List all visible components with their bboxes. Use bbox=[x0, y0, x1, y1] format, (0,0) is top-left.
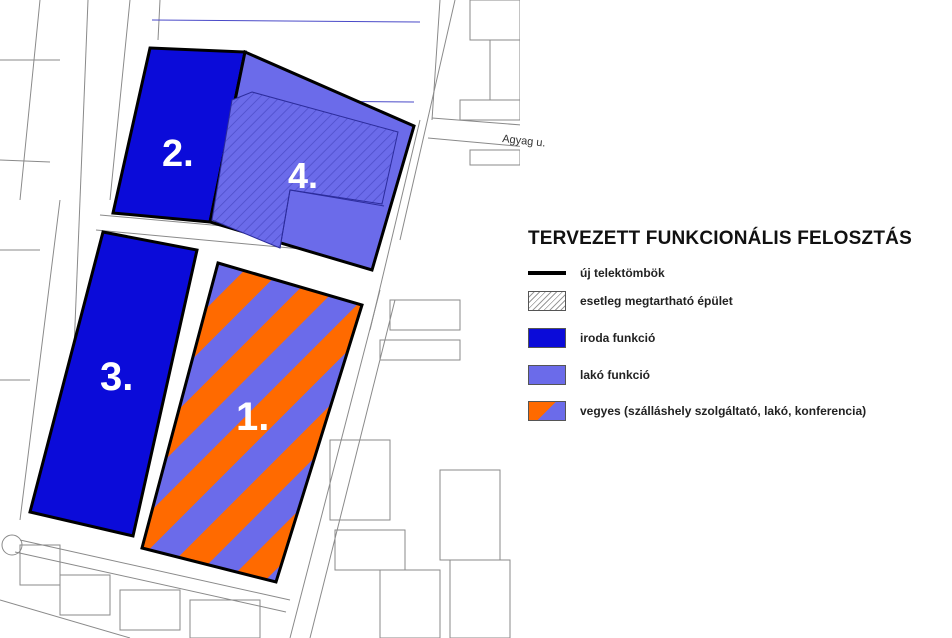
plot-1-label: 1. bbox=[236, 395, 269, 439]
legend-item-label: esetleg megtartható épület bbox=[580, 294, 733, 308]
legend-item-new-blocks: új telektömbök bbox=[528, 262, 665, 284]
plots: 1. 2. 3. 4. bbox=[28, 46, 416, 584]
legend-item-label: új telektömbök bbox=[580, 266, 665, 280]
line-swatch-icon bbox=[528, 271, 566, 275]
plot-3-label: 3. bbox=[100, 355, 133, 399]
legend-item-mixed: vegyes (szálláshely szolgáltató, lakó, k… bbox=[528, 400, 866, 422]
legend-item-retainable-building: esetleg megtartható épület bbox=[528, 290, 733, 312]
legend-item-label: iroda funkció bbox=[580, 331, 656, 345]
legend-title: TERVEZETT FUNKCIONÁLIS FELOSZTÁS bbox=[528, 228, 912, 249]
street-label-agyag: Agyag u. bbox=[502, 133, 546, 149]
legend-item-label: lakó funkció bbox=[580, 368, 651, 382]
residential-swatch-icon bbox=[528, 365, 566, 385]
office-swatch-icon bbox=[528, 328, 566, 348]
legend-item-label: vegyes (szálláshely szolgáltató, lakó, k… bbox=[580, 404, 867, 418]
legend-item-residential: lakó funkció bbox=[528, 364, 650, 386]
plot-2-label: 2. bbox=[162, 133, 194, 175]
plot-3-iroda[interactable] bbox=[28, 230, 199, 538]
plot-1-vegyes[interactable] bbox=[140, 261, 364, 584]
legend-item-office: iroda funkció bbox=[528, 327, 655, 349]
plot-4-label: 4. bbox=[288, 155, 318, 196]
mixed-swatch-icon bbox=[528, 401, 566, 421]
hatch-swatch-icon bbox=[528, 291, 566, 311]
